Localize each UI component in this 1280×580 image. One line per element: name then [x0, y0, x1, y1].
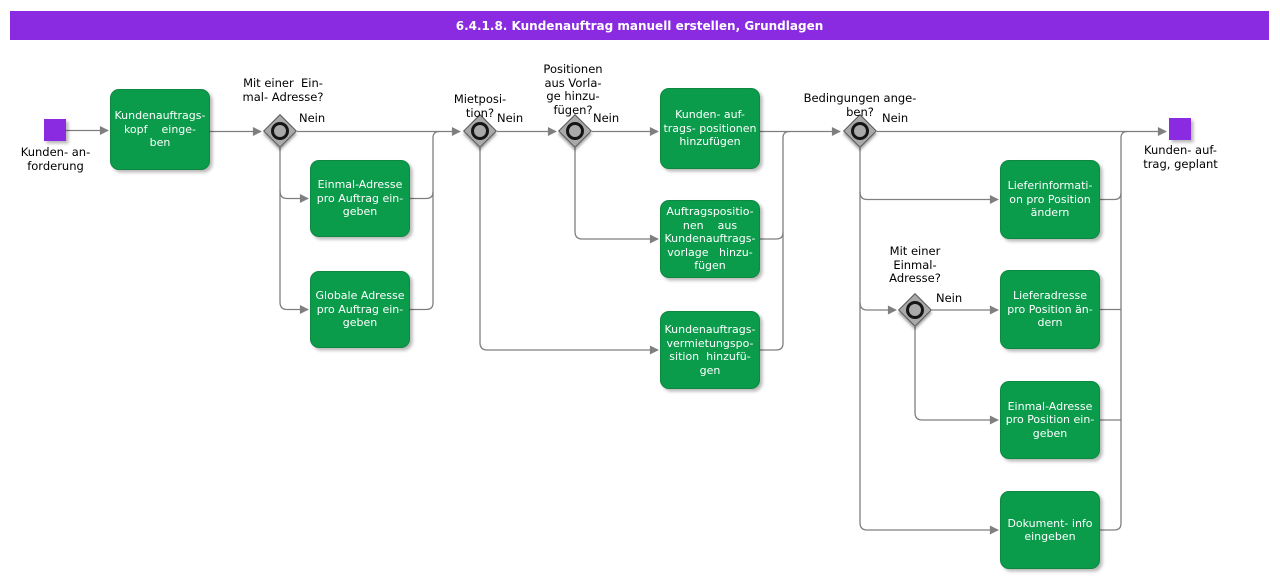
decision-question-bedingungen-angeben: Bedingungen ange- ben?: [803, 91, 917, 119]
edge-label-nein-3: Nein: [593, 111, 620, 125]
task-vermietungsposition-hinzufuegen: Kundenauftrags- vermietungspo- sition hi…: [660, 311, 760, 389]
decision-question-einmal-adresse: Mit einer Ein- mal- Adresse?: [242, 76, 324, 104]
task-lieferadresse-pro-position-aendern: Lieferadresse pro Position än- dern: [1000, 270, 1100, 349]
start-event-node: [44, 119, 66, 141]
task-kundenauftragspositionen-hinzufuegen: Kunden- auf- trags- positionen hinzufüge…: [660, 88, 760, 169]
gateway-mit-einer-einmal-adresse: [263, 114, 297, 148]
gateway-circle-icon: [562, 118, 588, 144]
task-einmal-adresse-pro-position-eingeben: Einmal-Adresse pro Position ein- geben: [1000, 381, 1100, 459]
task-auftragspositionen-aus-vorlage: Auftragspositio- nen aus Kundenauftrags-…: [660, 200, 760, 278]
edge-label-nein-1: Nein: [299, 111, 326, 125]
gateway-circle-icon: [267, 118, 293, 144]
gateway-circle-icon: [902, 297, 928, 323]
diagram-title-bar: 6.4.1.8. Kundenauftrag manuell erstellen…: [10, 11, 1269, 40]
decision-question-mietposition: Mietposi- tion?: [453, 92, 507, 120]
gateway-mit-einer-einmal-adresse-position: [898, 293, 932, 327]
gateway-circle-icon: [847, 118, 873, 144]
gateway-bedingungen-angeben: [843, 114, 877, 148]
end-event-label: Kunden- auf- trag, geplant: [1143, 143, 1218, 171]
gateway-positionen-aus-vorlage: [558, 114, 592, 148]
task-dokument-info-eingeben: Dokument- info eingeben: [1000, 491, 1100, 569]
edge-label-nein-4: Nein: [882, 111, 909, 125]
end-event-node: [1169, 118, 1191, 140]
task-kundenauftragskopf-eingeben: Kundenauftrags- kopf einge- ben: [110, 89, 210, 170]
decision-question-einmal-adresse-position: Mit einer Einmal- Adresse?: [889, 244, 941, 285]
gateway-circle-icon: [467, 118, 493, 144]
task-globale-adresse-pro-auftrag-eingeben: Globale Adresse pro Auftrag ein- geben: [310, 271, 410, 348]
decision-question-positionen-aus-vorlage: Positionen aus Vorla- ge hinzu- fügen?: [543, 62, 603, 117]
edge-label-nein-5: Nein: [936, 291, 963, 305]
task-einmal-adresse-pro-auftrag-eingeben: Einmal-Adresse pro Auftrag ein- geben: [310, 160, 410, 237]
start-event-label: Kunden- an- forderung: [20, 145, 91, 173]
task-lieferinformation-pro-position-aendern: Lieferinformati- on pro Position ändern: [1000, 160, 1100, 239]
edge-label-nein-2: Nein: [497, 111, 524, 125]
